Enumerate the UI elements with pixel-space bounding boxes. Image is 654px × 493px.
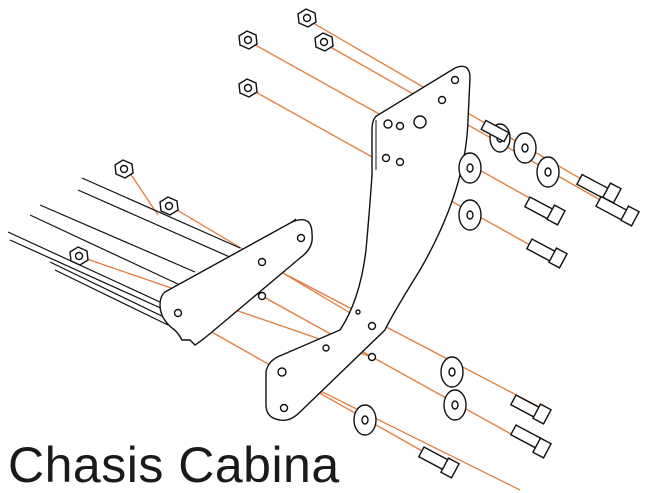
- cabin-bracket-plate: [265, 65, 471, 422]
- plate-hole: [395, 157, 405, 167]
- bolt-icon: [509, 394, 553, 425]
- bolt-icon: [594, 195, 641, 227]
- plate-hole: [322, 344, 330, 352]
- nut-icon: [238, 78, 258, 98]
- plate-hole: [437, 95, 447, 105]
- plate-hole: [395, 121, 405, 131]
- washer-icon: [513, 132, 537, 164]
- washer-icon: [353, 404, 377, 436]
- guide-line: [324, 43, 619, 211]
- plate-hole: [355, 309, 361, 315]
- nut-icon: [238, 30, 258, 50]
- nut-icon: [114, 159, 134, 179]
- plate-hole: [367, 352, 377, 362]
- nut-icon: [314, 32, 334, 52]
- bolt-icon: [480, 119, 510, 143]
- plate-hole: [413, 115, 427, 129]
- nut-icon: [297, 8, 317, 28]
- nut-icon: [69, 246, 89, 266]
- guide-line: [261, 261, 546, 411]
- bolt-icon: [525, 238, 569, 269]
- bolt-icon: [509, 424, 553, 459]
- nut-icon: [159, 196, 179, 216]
- plate-hole: [257, 257, 267, 267]
- washer-icon: [440, 356, 464, 388]
- washer-icon: [443, 389, 467, 421]
- bolt-icon: [523, 196, 567, 226]
- washer-icon: [458, 152, 482, 184]
- plate-hole: [257, 291, 267, 301]
- plate-hole: [367, 321, 377, 331]
- plate-hole: [450, 75, 460, 85]
- washer-icon: [458, 199, 482, 231]
- guide-line: [127, 169, 159, 216]
- bolt-icon: [417, 446, 461, 479]
- guide-line: [261, 295, 541, 451]
- plate-hole: [173, 308, 183, 318]
- diagram-caption: Chasis Cabina: [8, 437, 340, 493]
- plate-hole: [277, 367, 287, 377]
- chassis-mount-plate: [159, 218, 313, 346]
- plate-hole: [296, 233, 306, 243]
- plate-hole: [381, 153, 391, 163]
- plate-hole: [279, 403, 289, 413]
- washer-icon: [536, 156, 560, 188]
- chassis-rail: [7, 177, 241, 326]
- plate-hole: [383, 119, 393, 129]
